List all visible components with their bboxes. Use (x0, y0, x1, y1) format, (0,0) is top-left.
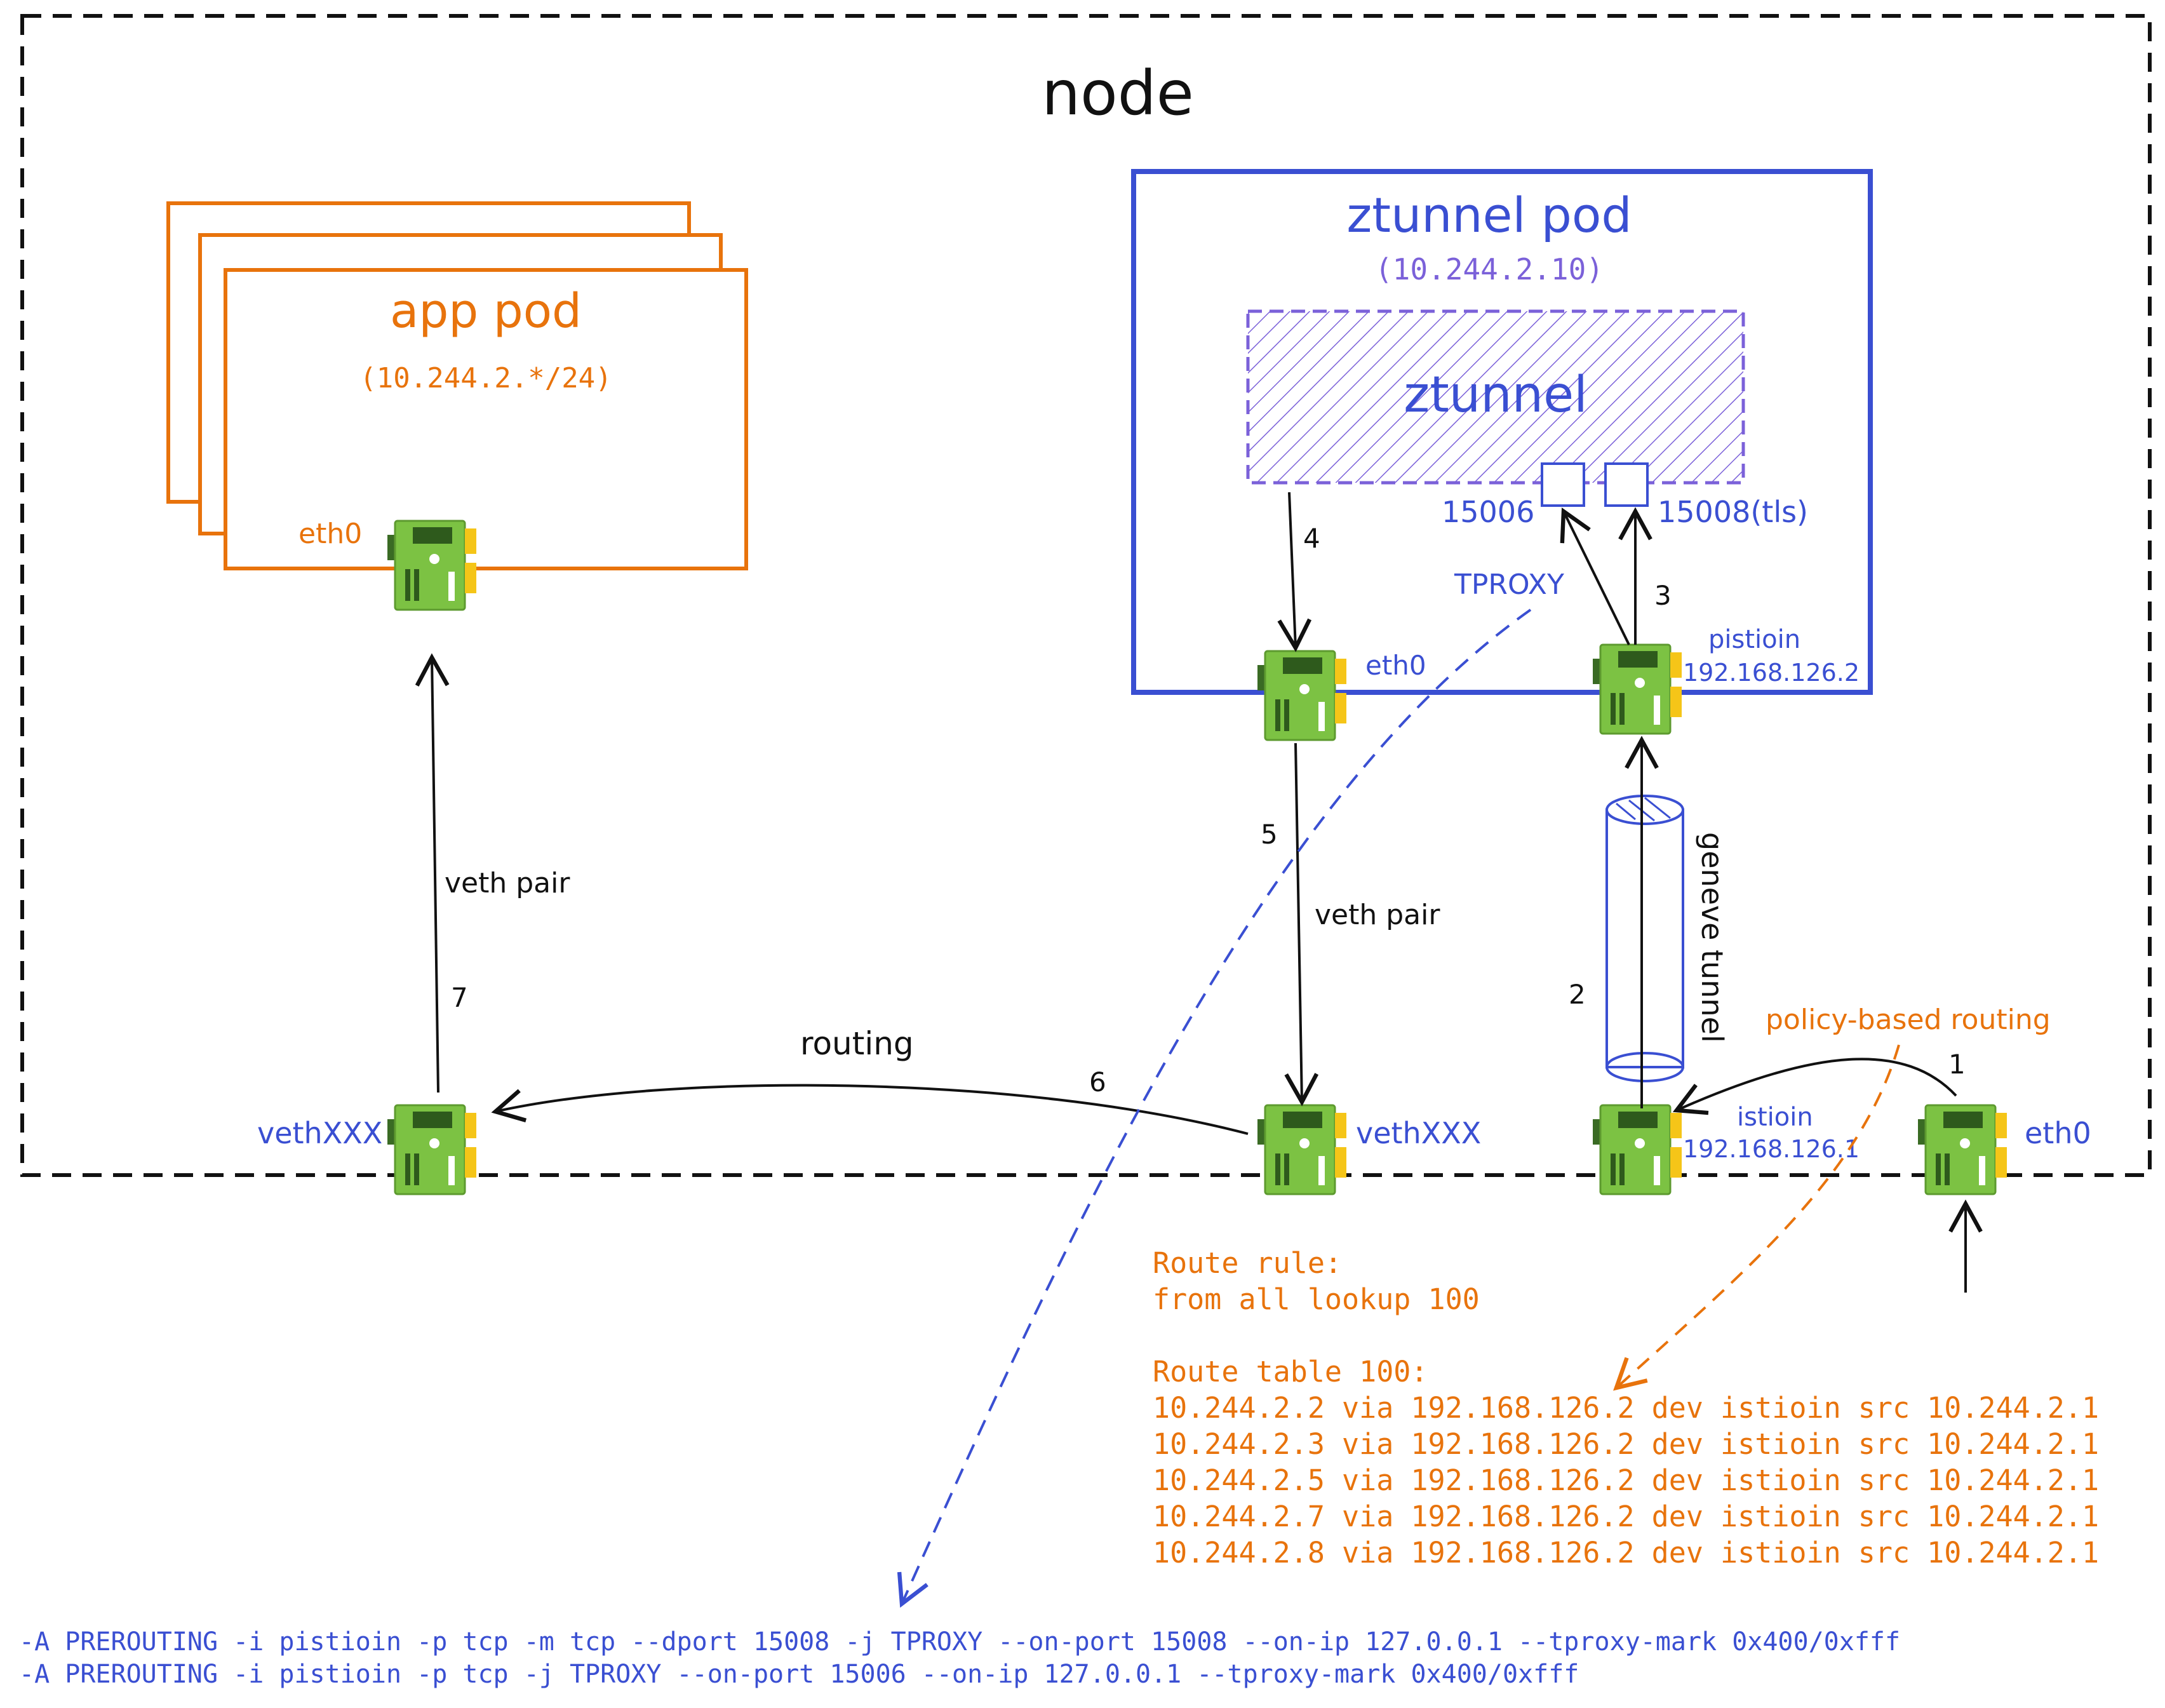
istioin-label: istioin (1737, 1103, 1813, 1132)
step-5-label: 5 (1261, 819, 1278, 850)
step-4-label: 4 (1303, 523, 1320, 554)
geneve-tunnel-label: geneve tunnel (1695, 832, 1729, 1043)
node-eth0-label: eth0 (2025, 1116, 2091, 1150)
ztunnel-process-box (1246, 309, 1745, 485)
vethxxx-right-label: vethXXX (1356, 1116, 1481, 1150)
policy-routing-label: policy-based routing (1766, 1004, 2051, 1036)
step-6-label: 6 (1089, 1066, 1106, 1098)
pistioin-label: pistioin (1708, 625, 1800, 654)
arrow-step-5 (1284, 743, 1319, 1106)
route-entry: 10.244.2.5 via 192.168.126.2 dev istioin… (1153, 1463, 2100, 1497)
ztunnel-eth0-label: eth0 (1365, 650, 1426, 681)
arrow-step-3-a (1560, 508, 1630, 645)
app-pod-cidr: (10.244.2.*/24) (359, 362, 612, 394)
geneve-tunnel (1605, 795, 1684, 1082)
istioin-ip: 192.168.126.1 (1683, 1135, 1860, 1163)
port-15008-box (1604, 462, 1649, 507)
vethxxx-right-nic-icon (1256, 1104, 1348, 1195)
arrow-step-6-routing (491, 1084, 1249, 1135)
route-entry: 10.244.2.7 via 192.168.126.2 dev istioin… (1153, 1500, 2100, 1533)
port-15008-label: 15008(tls) (1658, 495, 1808, 529)
vethxxx-left-nic-icon (386, 1104, 478, 1195)
pistioin-ip: 192.168.126.2 (1683, 659, 1860, 687)
ztunnel-pod: ztunnel pod (10.244.2.10) ztunnel 15006 … (1131, 169, 1873, 695)
route-entry: 10.244.2.2 via 192.168.126.2 dev istioin… (1153, 1391, 2100, 1425)
ztunnel-pod-title: ztunnel pod (1346, 187, 1632, 243)
route-table-header: Route table 100: (1153, 1355, 1428, 1389)
istioin-nic-icon (1592, 1104, 1683, 1195)
iptables-rules: -A PREROUTING -i pistioin -p tcp -m tcp … (19, 1626, 1900, 1691)
step-7-label: 7 (451, 982, 468, 1013)
route-rule: from all lookup 100 (1153, 1282, 1480, 1316)
ztunnel-eth0-nic-icon (1256, 650, 1348, 741)
step-1-label: 1 (1948, 1049, 1966, 1080)
port-15006-label: 15006 (1442, 495, 1534, 529)
app-pod-eth0-label: eth0 (298, 518, 362, 550)
ztunnel-process-label: ztunnel (1404, 366, 1588, 424)
veth-pair-left-label: veth pair (445, 867, 570, 899)
policy-routing-dashed-arrow (1613, 1044, 1900, 1391)
tproxy-dashed-arrow (897, 609, 1532, 1608)
vethxxx-left-label: vethXXX (257, 1116, 382, 1150)
app-pod: app pod (10.244.2.*/24) eth0 (166, 201, 748, 570)
step-2-label: 2 (1569, 979, 1586, 1010)
app-pod-title: app pod (390, 284, 582, 339)
route-entry: 10.244.2.8 via 192.168.126.2 dev istioin… (1153, 1536, 2100, 1570)
node-boundary (20, 14, 2152, 1177)
node-eth0-nic-icon (1917, 1104, 2008, 1195)
route-entry: 10.244.2.3 via 192.168.126.2 dev istioin… (1153, 1427, 2100, 1461)
step-3-label: 3 (1654, 580, 1672, 611)
app-pod-nic-icon (386, 520, 478, 611)
iptables-rule: -A PREROUTING -i pistioin -p tcp -m tcp … (19, 1627, 1901, 1657)
pistioin-nic-icon (1592, 643, 1683, 735)
node-label: node (1042, 58, 1194, 129)
tproxy-label: TPROXY (1454, 568, 1564, 601)
iptables-rule: -A PREROUTING -i pistioin -p tcp -j TPRO… (19, 1660, 1579, 1689)
arrow-step-7 (415, 653, 450, 1093)
ztunnel-pod-ip: (10.244.2.10) (1375, 252, 1604, 286)
routing-label: routing (800, 1025, 914, 1062)
port-15006-box (1541, 462, 1585, 507)
arrow-step-1 (1672, 1058, 1957, 1115)
route-config: Route rule:from all lookup 100 Route tab… (1153, 1245, 2099, 1571)
veth-pair-right-label: veth pair (1315, 899, 1440, 931)
route-spacer (1153, 1317, 2099, 1354)
arrow-step-4 (1277, 492, 1312, 652)
route-rule-header: Route rule: (1153, 1246, 1343, 1280)
